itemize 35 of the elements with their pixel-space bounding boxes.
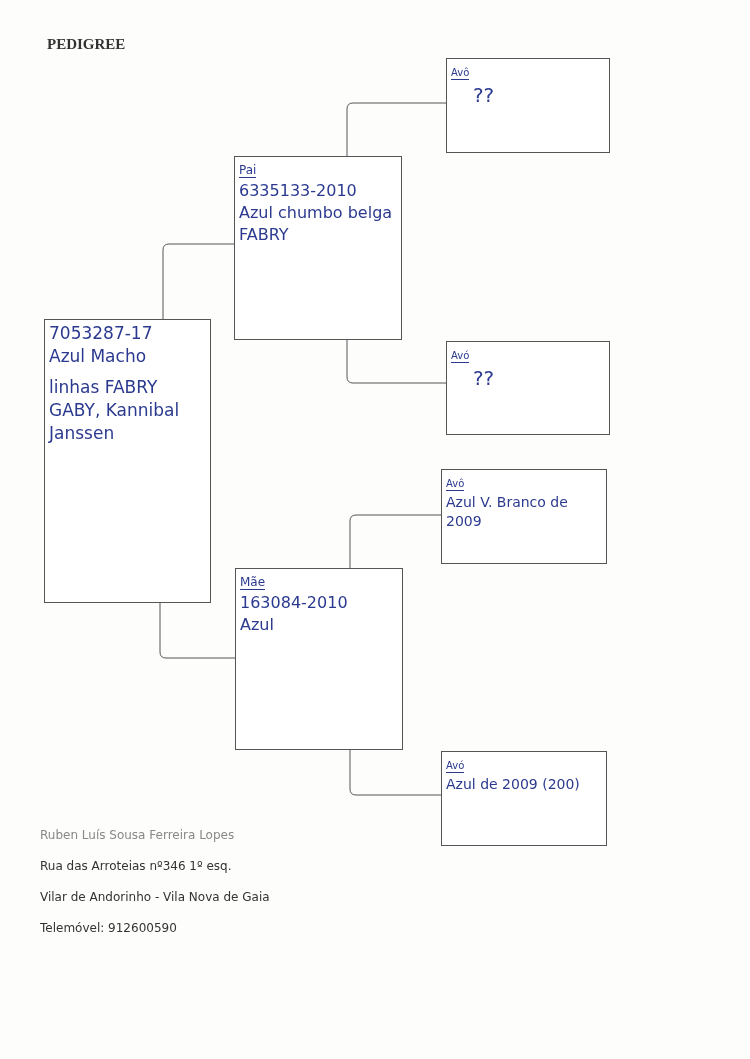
connector-line xyxy=(349,749,442,796)
handwritten-text: Azul chumbo belga FABRY xyxy=(239,202,394,246)
page-title: PEDIGREE xyxy=(47,36,126,53)
pedigree-box xyxy=(446,341,610,435)
contact-text: Rua das Arroteias nº346 1º esq. xyxy=(40,859,232,873)
connector-line xyxy=(349,514,442,569)
connector-line xyxy=(159,602,236,659)
pedigree-box xyxy=(441,469,607,564)
relation-heading: Avô xyxy=(451,67,470,80)
handwritten-text: 7053287-17 xyxy=(49,322,154,345)
contact-text: Ruben Luís Sousa Ferreira Lopes xyxy=(40,828,235,842)
relation-heading: Avó xyxy=(451,350,470,363)
connector-line xyxy=(162,243,235,320)
handwritten-text: Azul Macho xyxy=(49,344,148,368)
connector-line xyxy=(346,102,447,157)
handwritten-text: ?? xyxy=(472,365,496,392)
pedigree-box xyxy=(44,319,211,603)
relation-heading: Avô xyxy=(446,478,465,491)
handwritten-text: Azul V. Branco de 2009 xyxy=(446,493,569,531)
pedigree-box xyxy=(441,751,607,846)
pedigree-box xyxy=(446,58,610,153)
handwritten-text: 163084-2010 xyxy=(240,592,349,614)
connector-line xyxy=(346,339,447,384)
contact-text: Telemóvel: 912600590 xyxy=(40,921,177,935)
handwritten-text: Azul de 2009 (200) xyxy=(446,775,581,794)
relation-heading: Avó xyxy=(446,760,465,773)
handwritten-text: 6335133-2010 xyxy=(239,180,358,202)
handwritten-text: ?? xyxy=(472,82,496,109)
handwritten-text: linhas FABRY GABY, Kannibal Janssen xyxy=(49,375,181,445)
contact-text: Vilar de Andorinho - Vila Nova de Gaia xyxy=(40,890,270,904)
relation-heading: Mãe xyxy=(240,575,266,591)
pedigree-box xyxy=(234,156,402,340)
relation-heading: Pai xyxy=(239,163,257,179)
pedigree-box xyxy=(235,568,403,750)
handwritten-text: Azul xyxy=(240,614,275,636)
